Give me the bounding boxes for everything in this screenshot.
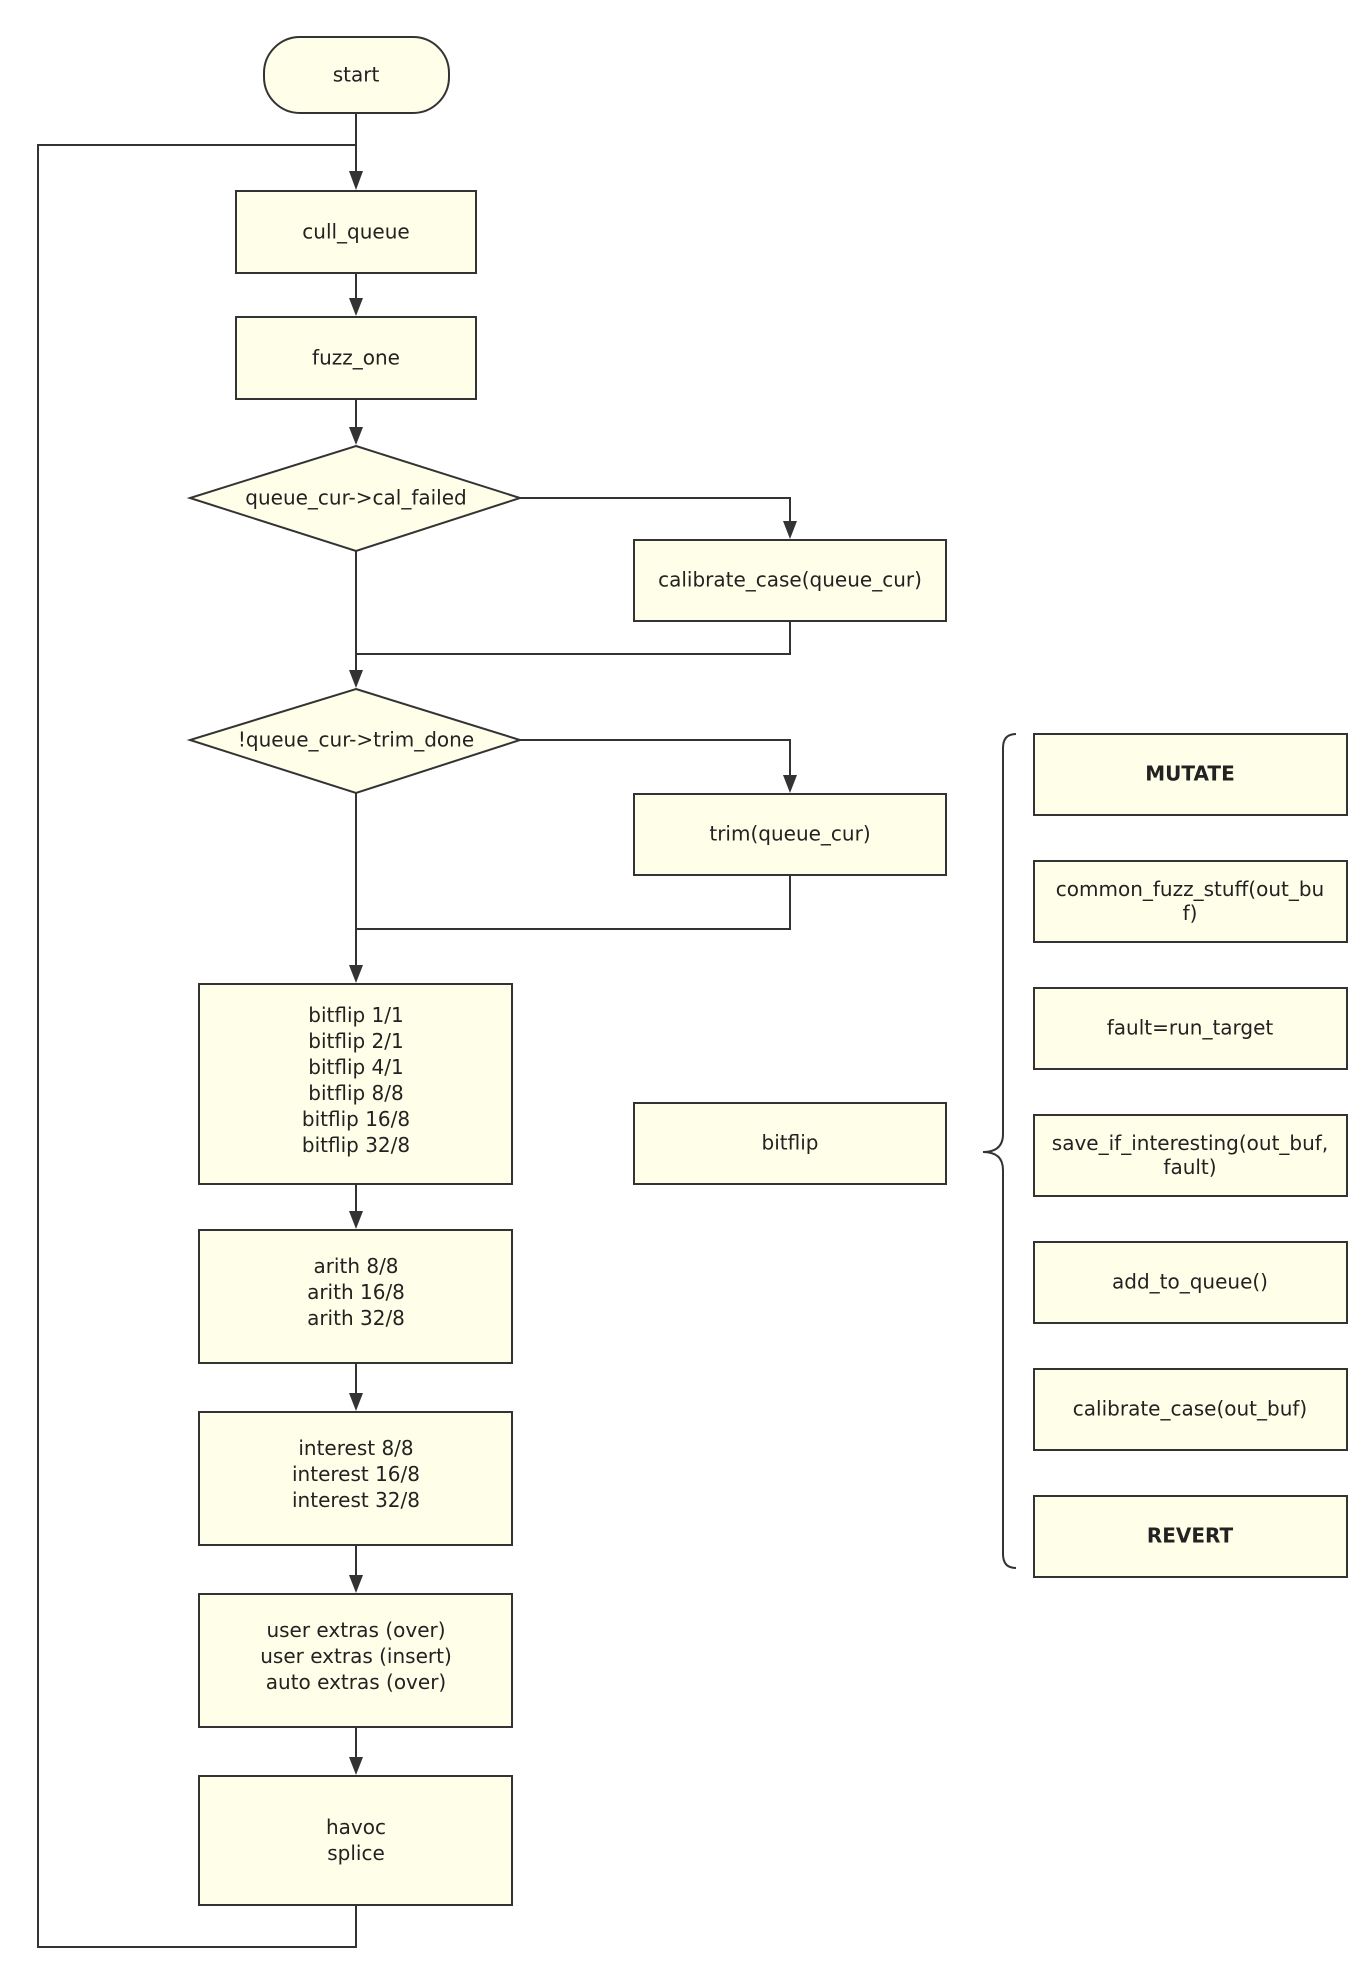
arith-line: arith 16/8 (307, 1280, 405, 1304)
edge-calibrate-merge (356, 621, 791, 655)
trim-done-label: !queue_cur->trim_done (238, 728, 474, 752)
bitflip-line: bitflip 2/1 (308, 1029, 404, 1053)
calibrate-cur-node: calibrate_case(queue_cur) (633, 539, 947, 622)
bitflip-side-node: bitflip (633, 1102, 947, 1185)
cal-failed-decision: queue_cur->cal_failed (186, 444, 524, 553)
add-to-queue-node: add_to_queue() (1033, 1241, 1348, 1324)
havoc-line: splice (327, 1841, 385, 1865)
arrow-to-havoc-stage (349, 1757, 363, 1775)
bitflip-line: bitflip 16/8 (302, 1107, 410, 1131)
extras-line: user extras (insert) (260, 1644, 452, 1668)
arith-stage-node: arith 8/8 arith 16/8 arith 32/8 (198, 1229, 513, 1364)
bitflip-side-label: bitflip (762, 1131, 819, 1155)
edge-trim-merge (356, 875, 791, 930)
extras-line: auto extras (over) (266, 1670, 446, 1694)
arrow-to-calibrate-cur (783, 521, 797, 539)
start-label: start (333, 63, 380, 87)
trim-done-decision: !queue_cur->trim_done (186, 687, 524, 795)
arrow-to-trim-done (349, 670, 363, 688)
bitflip-stage-node: bitflip 1/1 bitflip 2/1 bitflip 4/1 bitf… (198, 983, 513, 1185)
interest-stage-node: interest 8/8 interest 16/8 interest 32/8 (198, 1411, 513, 1546)
havoc-stage-node: havoc splice (198, 1775, 513, 1906)
run-target-label: fault=run_target (1107, 1016, 1274, 1040)
havoc-line: havoc (326, 1815, 386, 1839)
trim-label: trim(queue_cur) (709, 822, 870, 846)
curly-brace (982, 733, 1017, 1569)
add-to-queue-label: add_to_queue() (1112, 1270, 1268, 1294)
arith-line: arith 8/8 (313, 1254, 398, 1278)
arrow-to-trim (783, 775, 797, 793)
bitflip-line: bitflip 8/8 (308, 1081, 404, 1105)
interest-line: interest 32/8 (292, 1488, 420, 1512)
arrow-to-interest-stage (349, 1393, 363, 1411)
save-if-interesting-line: save_if_interesting(out_buf, (1052, 1131, 1328, 1155)
calibrate-cur-label: calibrate_case(queue_cur) (658, 568, 922, 592)
revert-label: REVERT (1147, 1524, 1234, 1548)
bitflip-line: bitflip 4/1 (308, 1055, 404, 1079)
common-fuzz-stuff-node: common_fuzz_stuff(out_bu f) (1033, 860, 1348, 943)
common-fuzz-line: common_fuzz_stuff(out_bu (1056, 877, 1324, 901)
run-target-node: fault=run_target (1033, 987, 1348, 1070)
edge-calfailed-calibrate (520, 497, 791, 524)
arrow-to-cull-queue (349, 171, 363, 190)
edges (37, 113, 1017, 1948)
cal-failed-label: queue_cur->cal_failed (245, 486, 466, 510)
save-if-interesting-node: save_if_interesting(out_buf, fault) (1033, 1114, 1348, 1197)
bitflip-line: bitflip 32/8 (302, 1133, 410, 1157)
extras-line: user extras (over) (266, 1618, 445, 1642)
mutate-label: MUTATE (1145, 762, 1234, 786)
bitflip-line: bitflip 1/1 (308, 1003, 404, 1027)
fuzz-one-node: fuzz_one (235, 316, 477, 400)
interest-line: interest 8/8 (298, 1436, 413, 1460)
cull-queue-node: cull_queue (235, 190, 477, 274)
extras-stage-node: user extras (over) user extras (insert) … (198, 1593, 513, 1728)
arrow-to-cal-failed (349, 427, 363, 445)
common-fuzz-line: f) (1183, 901, 1198, 925)
arrow-to-bitflip-stage (349, 965, 363, 983)
arrow-to-arith-stage (349, 1211, 363, 1229)
arith-line: arith 32/8 (307, 1306, 405, 1330)
calibrate-out-node: calibrate_case(out_buf) (1033, 1368, 1348, 1451)
interest-line: interest 16/8 (292, 1462, 420, 1486)
fuzz-one-label: fuzz_one (312, 346, 400, 370)
start-terminal: start (263, 36, 450, 114)
arrow-to-extras-stage (349, 1575, 363, 1593)
edge-trimdone-trim (520, 739, 791, 778)
arrow-to-fuzz-one (349, 298, 363, 316)
trim-node: trim(queue_cur) (633, 793, 947, 876)
calibrate-out-label: calibrate_case(out_buf) (1073, 1397, 1307, 1421)
mutate-node: MUTATE (1033, 733, 1348, 816)
revert-node: REVERT (1033, 1495, 1348, 1578)
edge-loop-back (37, 144, 357, 1948)
save-if-interesting-line: fault) (1163, 1155, 1216, 1179)
cull-queue-label: cull_queue (302, 220, 409, 244)
